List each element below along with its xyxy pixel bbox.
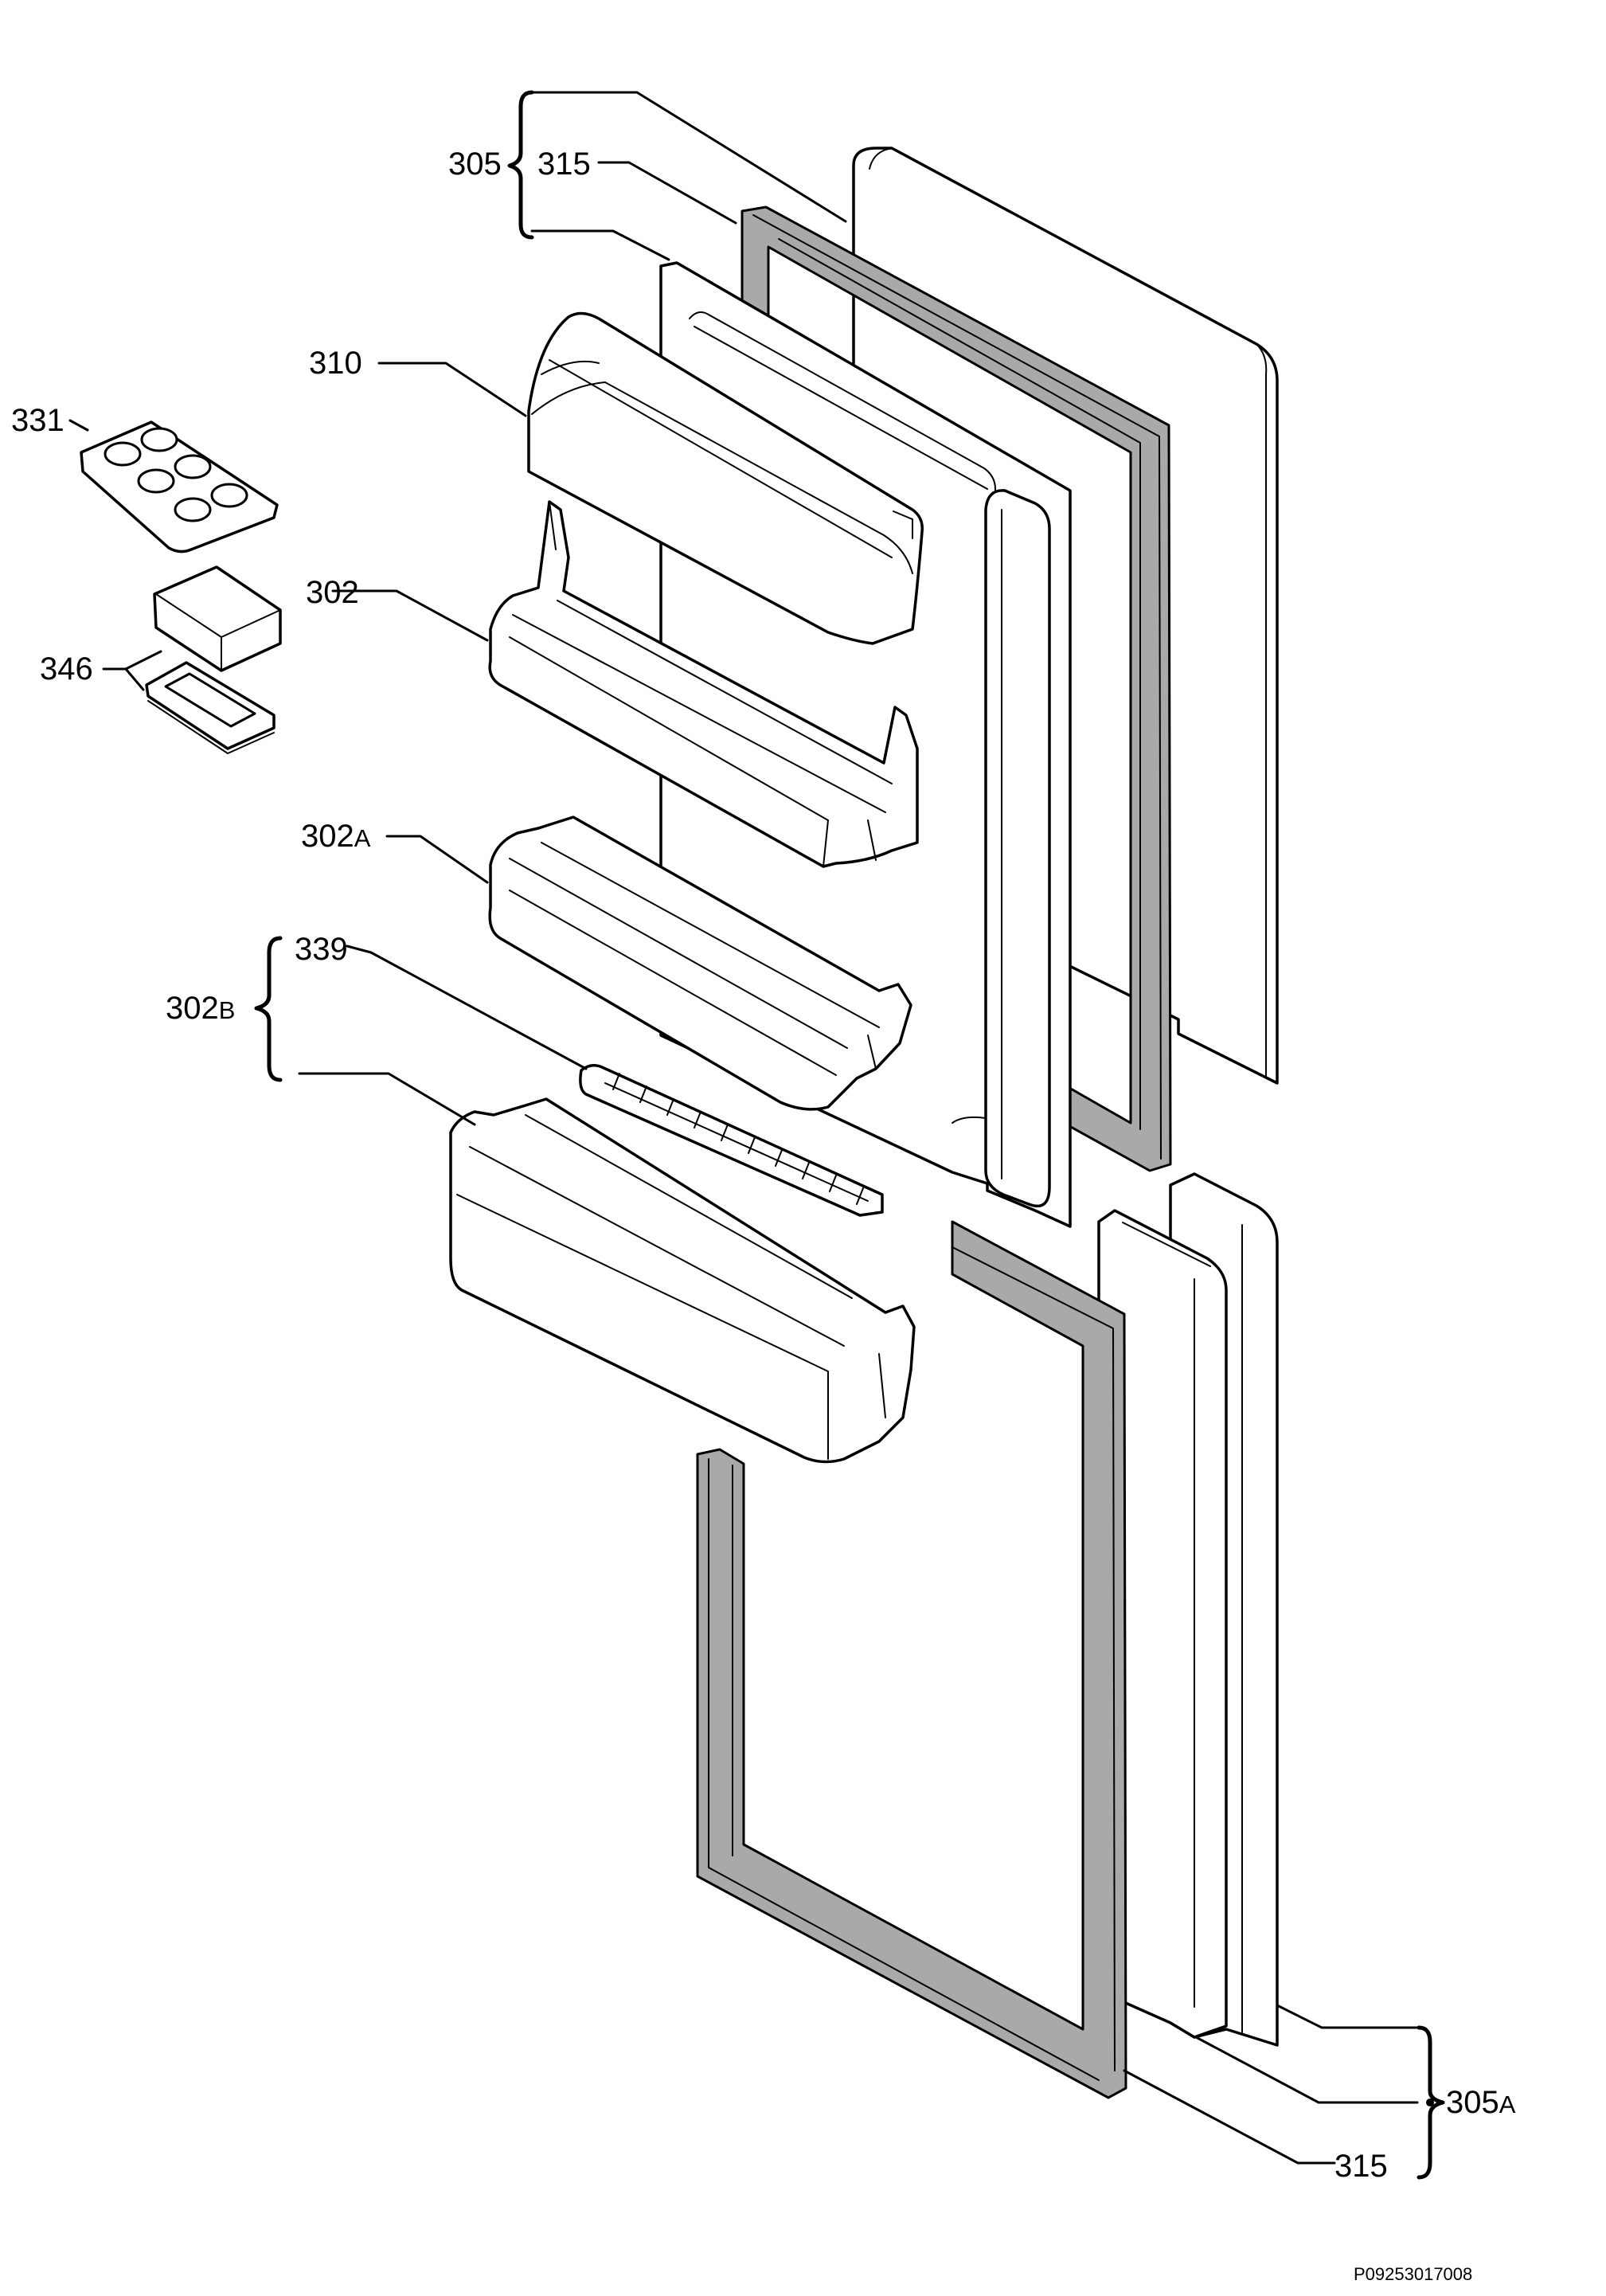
label-339: 339 [295, 932, 348, 967]
brace-302B [254, 936, 283, 1082]
dairy-lid-part [527, 311, 924, 645]
label-305A-suffix: A [1499, 2091, 1516, 2118]
door-shelf-part [488, 500, 919, 868]
leader-dot [1426, 2098, 1434, 2106]
label-331: 331 [11, 403, 64, 438]
reference-code: P09253017008 [1354, 2264, 1473, 2284]
brace-305A [1416, 2025, 1445, 2180]
label-315-top: 315 [537, 147, 591, 182]
bottle-shelf-part [449, 1097, 916, 1464]
label-302A-number: 302 [301, 819, 354, 854]
lower-door-panel [1097, 1172, 1279, 2047]
brace-305 [507, 90, 534, 240]
label-302A-suffix: A [354, 824, 371, 852]
bottle-retainer-part [579, 1064, 884, 1217]
label-302A: 302A [301, 820, 370, 852]
label-302B: 302B [166, 992, 235, 1024]
leader-lines [68, 91, 1420, 2165]
label-302B-number: 302 [166, 991, 219, 1026]
label-315-bottom: 315 [1334, 2149, 1388, 2184]
lower-door-gasket [696, 1220, 1127, 2099]
egg-tray-part [80, 420, 279, 553]
label-302: 302 [306, 575, 359, 610]
butter-box-part [145, 565, 282, 754]
door-shelf-302A-part [488, 816, 912, 1111]
label-305A-number: 305 [1446, 2085, 1499, 2120]
label-310: 310 [309, 346, 362, 381]
label-305: 305 [448, 147, 502, 182]
label-305A: 305A [1446, 2087, 1515, 2118]
label-346: 346 [40, 651, 93, 686]
label-302B-suffix: B [218, 996, 236, 1024]
